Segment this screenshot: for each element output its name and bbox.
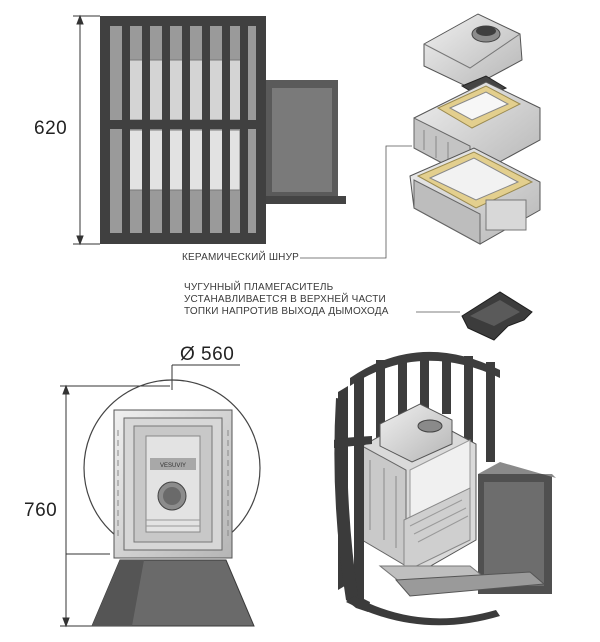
front-view: VESUVIY: [60, 364, 261, 628]
firebox-lid: [423, 13, 523, 89]
floor-plate: [394, 571, 546, 597]
flame-divider-part: [461, 291, 533, 341]
diameter-label: Ø 560: [180, 344, 235, 365]
side-view: [73, 14, 346, 246]
height-bottom-label: 760: [24, 500, 58, 521]
exploded-firebox: [300, 13, 541, 259]
height-top-label: 620: [34, 118, 68, 139]
flue-box-side: [264, 80, 346, 204]
heat-shield-grille: [100, 16, 266, 244]
firebox-lower-section: [409, 147, 541, 245]
grille-front-half: [334, 376, 500, 626]
front-door: VESUVIY: [113, 409, 233, 559]
grille-back-bars: [350, 351, 500, 480]
ceramic-cord-label: КЕРАМИЧЕСКИЙ ШНУР: [182, 252, 300, 263]
diameter-dimension: [171, 364, 240, 390]
firebox-3d: [361, 403, 492, 583]
flame-divider-label-line-2: УСТАНАВЛИВАЕТСЯ В ВЕРХНЕЙ ЧАСТИ: [184, 294, 386, 305]
door-brand-text: VESUVIY: [160, 463, 186, 469]
ceramic-cord-leader: [300, 145, 412, 259]
height-620-dimension: [73, 14, 100, 246]
flame-divider-label-line-3: ТОПКИ НАПРОТИВ ВЫХОДА ДЫМОХОДА: [184, 306, 389, 317]
cutaway-view: [334, 351, 556, 626]
flame-divider-label-line-1: ЧУГУННЫЙ ПЛАМЕГАСИТЕЛЬ: [184, 282, 334, 293]
flue-box-3d: [478, 462, 556, 594]
